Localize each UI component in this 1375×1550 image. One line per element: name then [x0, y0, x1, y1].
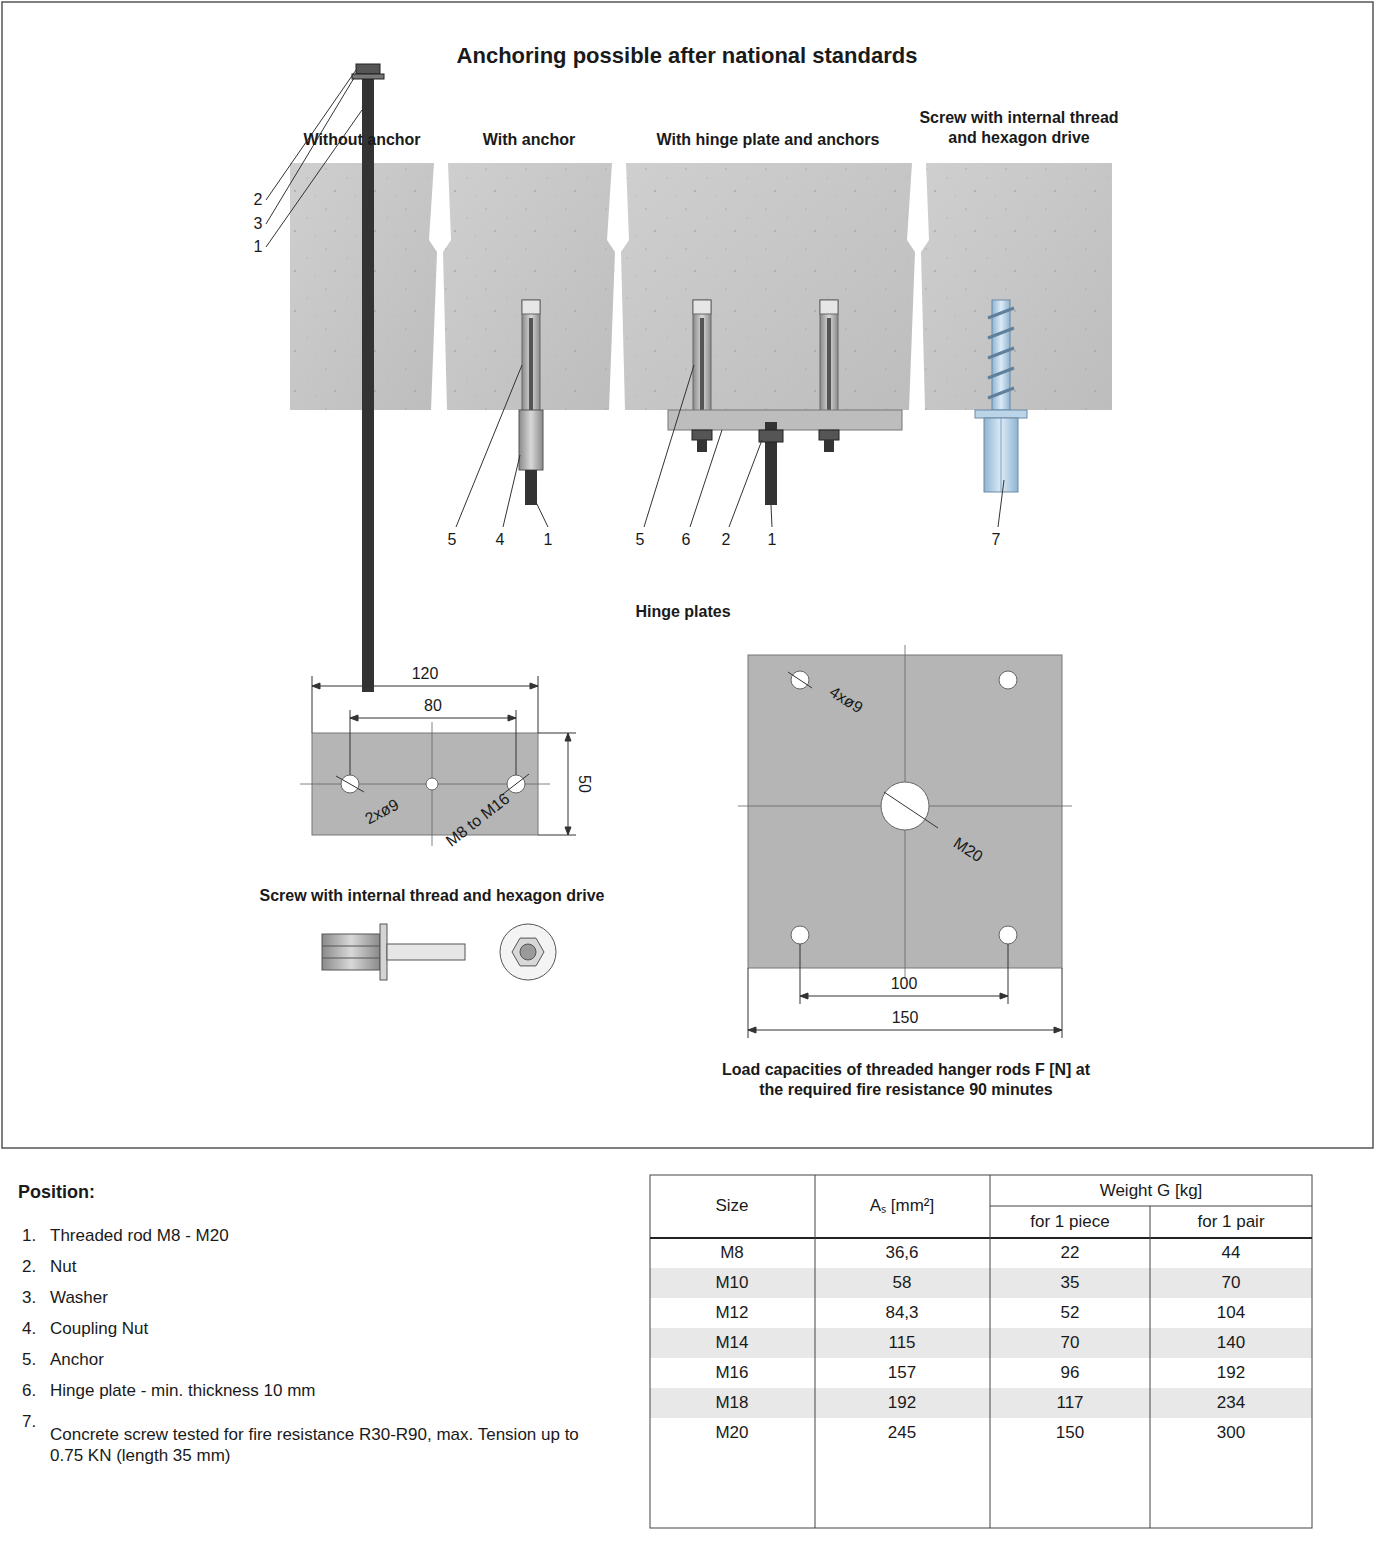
table-cell: 115 [888, 1332, 915, 1353]
dimension-label: 150 [892, 1008, 919, 1028]
threaded-rod [352, 64, 384, 692]
table-cell: 70 [1061, 1332, 1080, 1353]
list-text: Threaded rod M8 - M20 [50, 1225, 229, 1246]
callout-number: 5 [634, 530, 647, 550]
page-title: Anchoring possible after national standa… [457, 43, 918, 69]
list-text: Hinge plate - min. thickness 10 mm [50, 1380, 316, 1401]
list-number: 2. [22, 1256, 36, 1277]
table-cell: 22 [1061, 1242, 1080, 1263]
table-cell: M16 [715, 1362, 748, 1383]
dimension-label: 120 [412, 664, 439, 684]
table-cell: 300 [1217, 1422, 1245, 1443]
table-cell: 140 [1217, 1332, 1245, 1353]
dimension-label: 100 [891, 974, 918, 994]
callout-number: 1 [542, 530, 555, 550]
table-cell: 192 [888, 1392, 916, 1413]
screw-detail [322, 924, 556, 980]
table-cell: M8 [720, 1242, 744, 1263]
table-header: Weight G [kg] [1100, 1180, 1203, 1201]
view-heading: With hinge plate and anchors [657, 130, 880, 150]
table-cell: M20 [715, 1422, 748, 1443]
table-header: for 1 piece [1030, 1211, 1109, 1232]
callout-number: 2 [252, 190, 265, 210]
table-cell: M10 [715, 1272, 748, 1293]
leader-line [266, 70, 1004, 527]
table-cell: M14 [715, 1332, 748, 1353]
dimension-label: M20 [950, 833, 987, 867]
table-cell: 234 [1217, 1392, 1245, 1413]
callout-number: 6 [680, 530, 693, 550]
callout-number: 1 [766, 530, 779, 550]
table-cell: 245 [888, 1422, 916, 1443]
list-number: 5. [22, 1349, 36, 1370]
table-cell: 35 [1061, 1272, 1080, 1293]
hinge-plate-assembly [668, 300, 902, 505]
dimension-line [748, 944, 1062, 1038]
table-cell: 104 [1217, 1302, 1245, 1323]
list-number: 6. [22, 1380, 36, 1401]
concrete-slab [290, 163, 1112, 410]
table-cell: 192 [1217, 1362, 1245, 1383]
table-cell: 58 [893, 1272, 912, 1293]
table-cell: 70 [1222, 1272, 1241, 1293]
callout-number: 1 [252, 237, 265, 257]
table-cell: 157 [888, 1362, 916, 1383]
table-cell: 150 [1056, 1422, 1084, 1443]
list-heading: Position: [18, 1181, 95, 1204]
section-heading: Hinge plates [635, 602, 730, 622]
frame [2, 2, 1373, 1148]
dimension-line [312, 676, 576, 835]
table-cell: 84,3 [885, 1302, 918, 1323]
callout-number: 4 [494, 530, 507, 550]
dimension-label: 2xø9 [362, 795, 403, 829]
table-cell: 117 [1056, 1392, 1083, 1413]
table-grid [650, 1175, 1312, 1528]
dimension-label: M8 to M16 [442, 789, 514, 851]
table-header: Size [715, 1195, 748, 1216]
table-cell: M12 [715, 1302, 748, 1323]
list-number: 7. [22, 1411, 36, 1432]
list-text: Washer [50, 1287, 108, 1308]
list-text: Nut [50, 1256, 76, 1277]
view-heading: With anchor [483, 130, 575, 150]
list-text: Anchor [50, 1349, 104, 1370]
callout-number: 2 [720, 530, 733, 550]
table-cell: 96 [1061, 1362, 1080, 1383]
table-header: Aₛ [mm²] [870, 1195, 935, 1216]
concrete-screw [975, 300, 1027, 492]
table-cell: 36,6 [885, 1242, 918, 1263]
section-heading: Screw with internal thread and hexagon d… [260, 886, 605, 906]
list-text: Coupling Nut [50, 1318, 148, 1339]
table-cell: 44 [1222, 1242, 1241, 1263]
table-cell: M18 [715, 1392, 748, 1413]
table-header: for 1 pair [1197, 1211, 1264, 1232]
list-number: 1. [22, 1225, 36, 1246]
dimension-label: 80 [424, 696, 442, 716]
caption: Load capacities of threaded hanger rods … [716, 1060, 1096, 1100]
dimension-label: 4xø9 [826, 682, 867, 718]
list-number: 3. [22, 1287, 36, 1308]
table-cell: 52 [1061, 1302, 1080, 1323]
callout-number: 3 [252, 214, 265, 234]
hinge-plate-large [738, 645, 1072, 978]
anchor [519, 300, 543, 505]
list-text: Concrete screw tested for fire resistanc… [50, 1424, 610, 1467]
view-heading: Without anchor [303, 130, 420, 150]
list-number: 4. [22, 1318, 36, 1339]
dimension-label: 50 [574, 775, 594, 793]
view-heading: Screw with internal thread and hexagon d… [919, 108, 1119, 148]
callout-number: 5 [446, 530, 459, 550]
hinge-plate-small [300, 722, 550, 846]
callout-number: 7 [990, 530, 1003, 550]
